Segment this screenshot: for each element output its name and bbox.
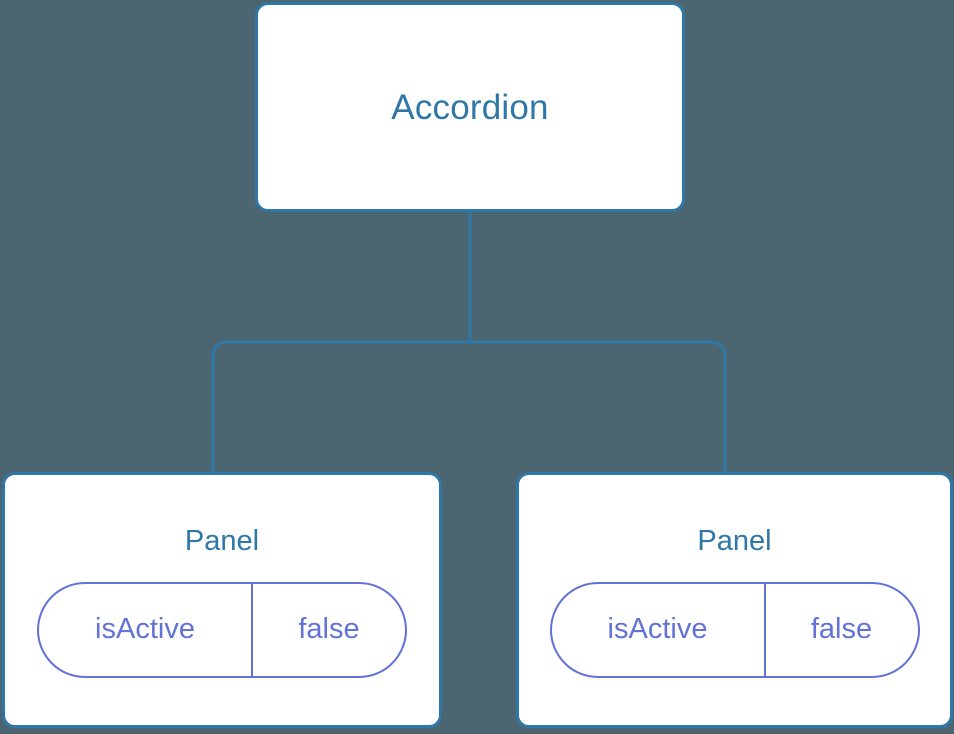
node-panel-2[interactable]: Panel isActive false: [516, 472, 953, 728]
node-accordion[interactable]: Accordion: [255, 2, 685, 212]
panel-1-prop-value: false: [298, 612, 360, 645]
node-panel-1-label: Panel: [184, 525, 260, 557]
node-panel-2-label: Panel: [697, 525, 772, 557]
node-panel-1[interactable]: Panel isActive false: [2, 472, 442, 728]
panel-2-prop-key: isActive: [552, 584, 766, 676]
panel-2-prop-isactive[interactable]: isActive false: [549, 582, 920, 678]
edge-root-to-panel-1: [211, 340, 470, 474]
node-accordion-label: Accordion: [391, 87, 549, 127]
panel-1-prop-key: isActive: [39, 584, 253, 676]
panel-1-prop-isactive[interactable]: isActive false: [37, 582, 407, 678]
edge-root-to-panel-2: [470, 340, 727, 474]
panel-2-prop-value: false: [810, 612, 873, 645]
